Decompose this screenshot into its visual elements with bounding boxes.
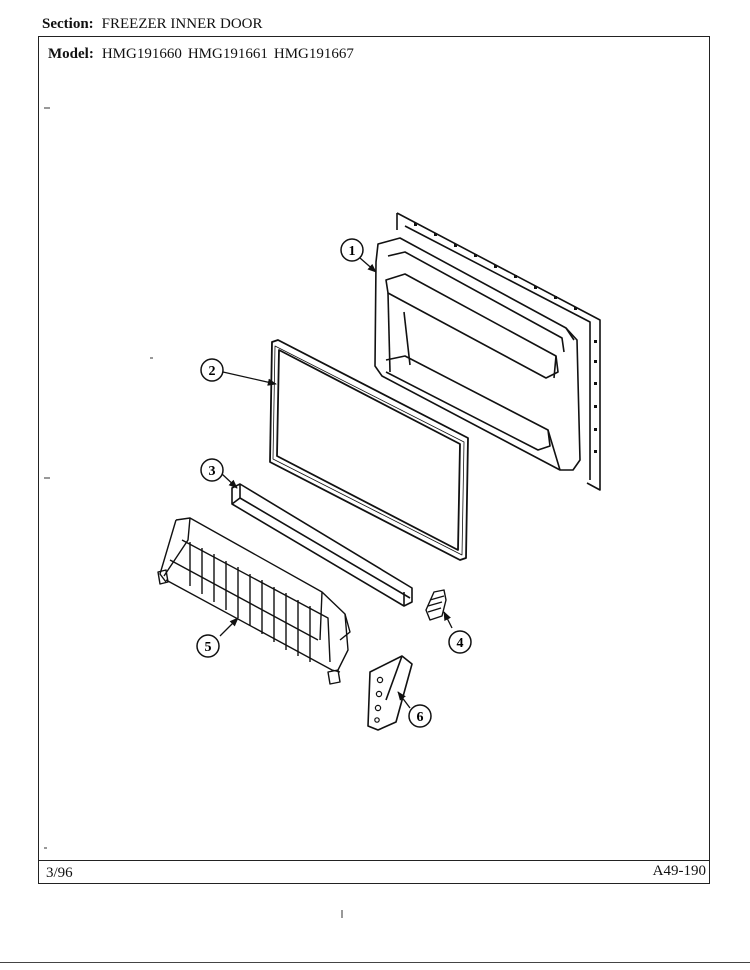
section-label: Section:: [42, 16, 94, 32]
model-label: Model:: [48, 46, 94, 62]
bracket-holes: [374, 676, 384, 723]
model-number: HMG191660: [101, 46, 182, 62]
section-title: Section: FREEZER INNER DOOR: [42, 16, 263, 33]
model-line: Model: HMG191660 HMG191661 HMG191667: [48, 46, 360, 63]
footer-rule: [38, 860, 710, 861]
callout-label: 3: [209, 464, 216, 479]
footer-date: 3/96: [46, 865, 73, 881]
callout-label: 6: [417, 710, 424, 725]
callout-label: 5: [205, 640, 212, 655]
callout-circles: [196, 238, 472, 728]
liner-screw-holes: [414, 223, 597, 453]
door-gasket-part: [269, 339, 469, 561]
callout-label: 1: [349, 244, 356, 259]
callout-leaders: [219, 257, 453, 709]
basket-support-bracket-part: [367, 655, 413, 731]
model-number: HMG191667: [273, 46, 354, 62]
callout-numbers: 1 2 3 4 5 6: [205, 244, 464, 725]
margin-marks: [44, 107, 343, 918]
freezer-inner-door-liner-part: [374, 212, 601, 491]
footer-page-code: A49-190: [652, 863, 706, 879]
wire-door-basket-part: [157, 517, 351, 685]
diagram-frame: [38, 36, 710, 884]
section-value: FREEZER INNER DOOR: [101, 16, 263, 32]
rail-end-clip-part: [425, 589, 447, 621]
callout-label: 2: [209, 364, 216, 379]
model-number: HMG191661: [187, 46, 268, 62]
shelf-rail-part: [231, 483, 413, 607]
callout-label: 4: [457, 636, 464, 651]
page-bottom-rule: [0, 962, 750, 963]
